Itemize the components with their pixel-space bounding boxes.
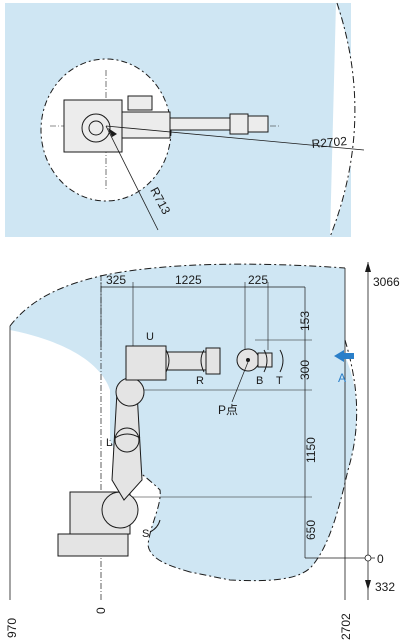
dim-top-225: 225: [248, 273, 268, 287]
zero-marker: [364, 554, 372, 562]
axis-u-label: U: [146, 331, 154, 343]
top-inner-arrowhead: [108, 128, 117, 137]
height-label: 3066: [373, 275, 400, 289]
below-label: 332: [375, 580, 395, 594]
axis-l-label: L: [106, 437, 112, 449]
dim-top-1225: 1225: [175, 273, 202, 287]
bottom-label-0: 0: [94, 607, 108, 614]
robot-top-shape: [63, 95, 269, 153]
side-view: 325 1225 225 153 300 1150 650 3066 0 332…: [5, 262, 400, 640]
height-arrow-bottom: [365, 580, 371, 590]
top-outer-arc: [329, 2, 356, 238]
dim-top-325: 325: [106, 273, 126, 287]
p-point-label: P点: [218, 403, 238, 417]
p-point-dot: [246, 358, 250, 362]
bottom-label-970: 970: [5, 618, 19, 638]
dim-right-300: 300: [298, 360, 312, 380]
p-point-leader: [231, 361, 249, 403]
dim-right-1150: 1150: [304, 437, 318, 463]
top-outer-arc-clear: [330, 3, 356, 237]
top-inner-radius-leader: [105, 125, 159, 231]
rotation-arrows: [114, 349, 284, 533]
robot-side-shape: [57, 345, 273, 557]
top-outer-radius-label: R2702: [311, 134, 348, 151]
dim-right-650: 650: [304, 520, 318, 540]
top-outer-radius-leader: [105, 125, 365, 151]
top-view: R2702 R713: [5, 2, 365, 238]
view-arrow-icon: [334, 350, 354, 362]
view-arrow-label: A: [338, 371, 346, 385]
zero-label: 0: [377, 552, 384, 566]
side-envelope-right-edge: [189, 339, 358, 582]
axis-s-label: S: [142, 528, 149, 540]
height-arrow-top: [365, 262, 371, 272]
axis-r-label: R: [196, 375, 204, 387]
bottom-label-2702: 2702: [339, 613, 353, 640]
axis-t-label: T: [276, 375, 283, 387]
side-envelope: [10, 264, 357, 581]
dim-right-153: 153: [298, 311, 312, 331]
axis-b-label: B: [256, 375, 263, 387]
